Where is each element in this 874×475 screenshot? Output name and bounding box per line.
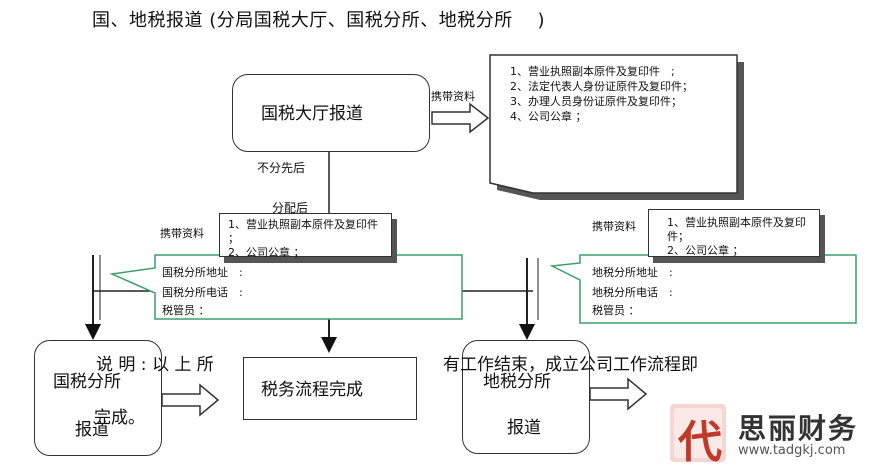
doc-left-item: 2、公司公章 ；	[228, 246, 305, 259]
label-after-assign: 分配后	[272, 201, 309, 215]
doc-top-item: 2、法定代表人身份证原件及复印件；	[510, 80, 693, 93]
callout-left-address: 国税分所地址 :	[162, 266, 243, 279]
callout-right-phone: 地税分所电话 :	[592, 286, 673, 299]
node-gs-office-line2: 报道	[75, 420, 109, 440]
label-bring-materials-left: 携带资料	[160, 227, 204, 240]
label-order-any: 不分先后	[257, 161, 306, 175]
callout-left-shape	[109, 254, 463, 320]
label-bring-materials-right: 携带资料	[592, 220, 636, 233]
label-bring-materials-top: 携带资料	[431, 90, 475, 103]
doc-top-item: 1、营业执照副本原件及复印件 ;	[510, 65, 675, 78]
callout-right-shape	[549, 254, 857, 324]
callout-right-address: 地税分所地址 :	[592, 266, 673, 279]
node-gs-hall: 国税大厅报道 不分先后	[232, 74, 430, 175]
page-title: 国、地税报道 (分局国税大厅、国税分所、地税分所 )	[92, 10, 545, 31]
doc-right-box: 1、营业执照副本原件及复印件； 2、公司公章 ；	[648, 209, 820, 257]
doc-right-item: 2、公司公章 ；	[667, 244, 744, 257]
node-ds-office-line1: 地税分所	[483, 372, 551, 392]
node-complete: 税务流程完成	[243, 357, 417, 420]
hollow-arrow-hall-doc	[431, 102, 490, 134]
callout-left-manager: 税管员 ：	[162, 304, 210, 317]
callout-right-manager: 税管员 ：	[592, 304, 640, 317]
doc-top-item: 4、公司公章 ；	[510, 110, 587, 123]
node-ds-office-line2: 报道	[507, 418, 541, 438]
note-part1: 说 明 : 以 上 所	[96, 355, 214, 375]
doc-shape-top	[489, 54, 744, 200]
note-part3: 完成。	[94, 408, 145, 428]
brand-url: www.tadgkj.com	[738, 443, 846, 458]
node-gs-office: 国税分所 报道	[34, 340, 162, 456]
hollow-arrow-ds-out	[589, 377, 648, 411]
hollow-arrow-gs-complete	[161, 383, 220, 417]
brand-logo-icon: 代	[670, 404, 726, 468]
doc-left-box: 1、营业执照副本原件及复印件 ； 2、公司公章 ；	[219, 213, 392, 259]
node-gs-office-line1: 国税分所	[53, 372, 121, 392]
node-ds-office: 地税分所 报道	[462, 340, 590, 454]
callout-left-phone: 国税分所电话 :	[162, 286, 243, 299]
doc-top-list: 1、营业执照副本原件及复印件 ; 2、法定代表人身份证原件及复印件； 3、办理人…	[510, 64, 720, 124]
brand-logo-char: 代	[678, 417, 722, 468]
doc-right-item: 1、营业执照副本原件及复印件；	[667, 216, 806, 243]
node-complete-label: 税务流程完成	[261, 380, 363, 400]
node-gs-hall-label: 国税大厅报道	[261, 104, 363, 124]
doc-left-item: 1、营业执照副本原件及复印件 ；	[228, 218, 378, 245]
brand-name: 思丽财务	[738, 412, 859, 445]
note-part2: 有工作结束，成立公司工作流程即	[443, 355, 698, 375]
doc-top-item: 3、办理人员身份证原件及复印件；	[510, 95, 682, 108]
